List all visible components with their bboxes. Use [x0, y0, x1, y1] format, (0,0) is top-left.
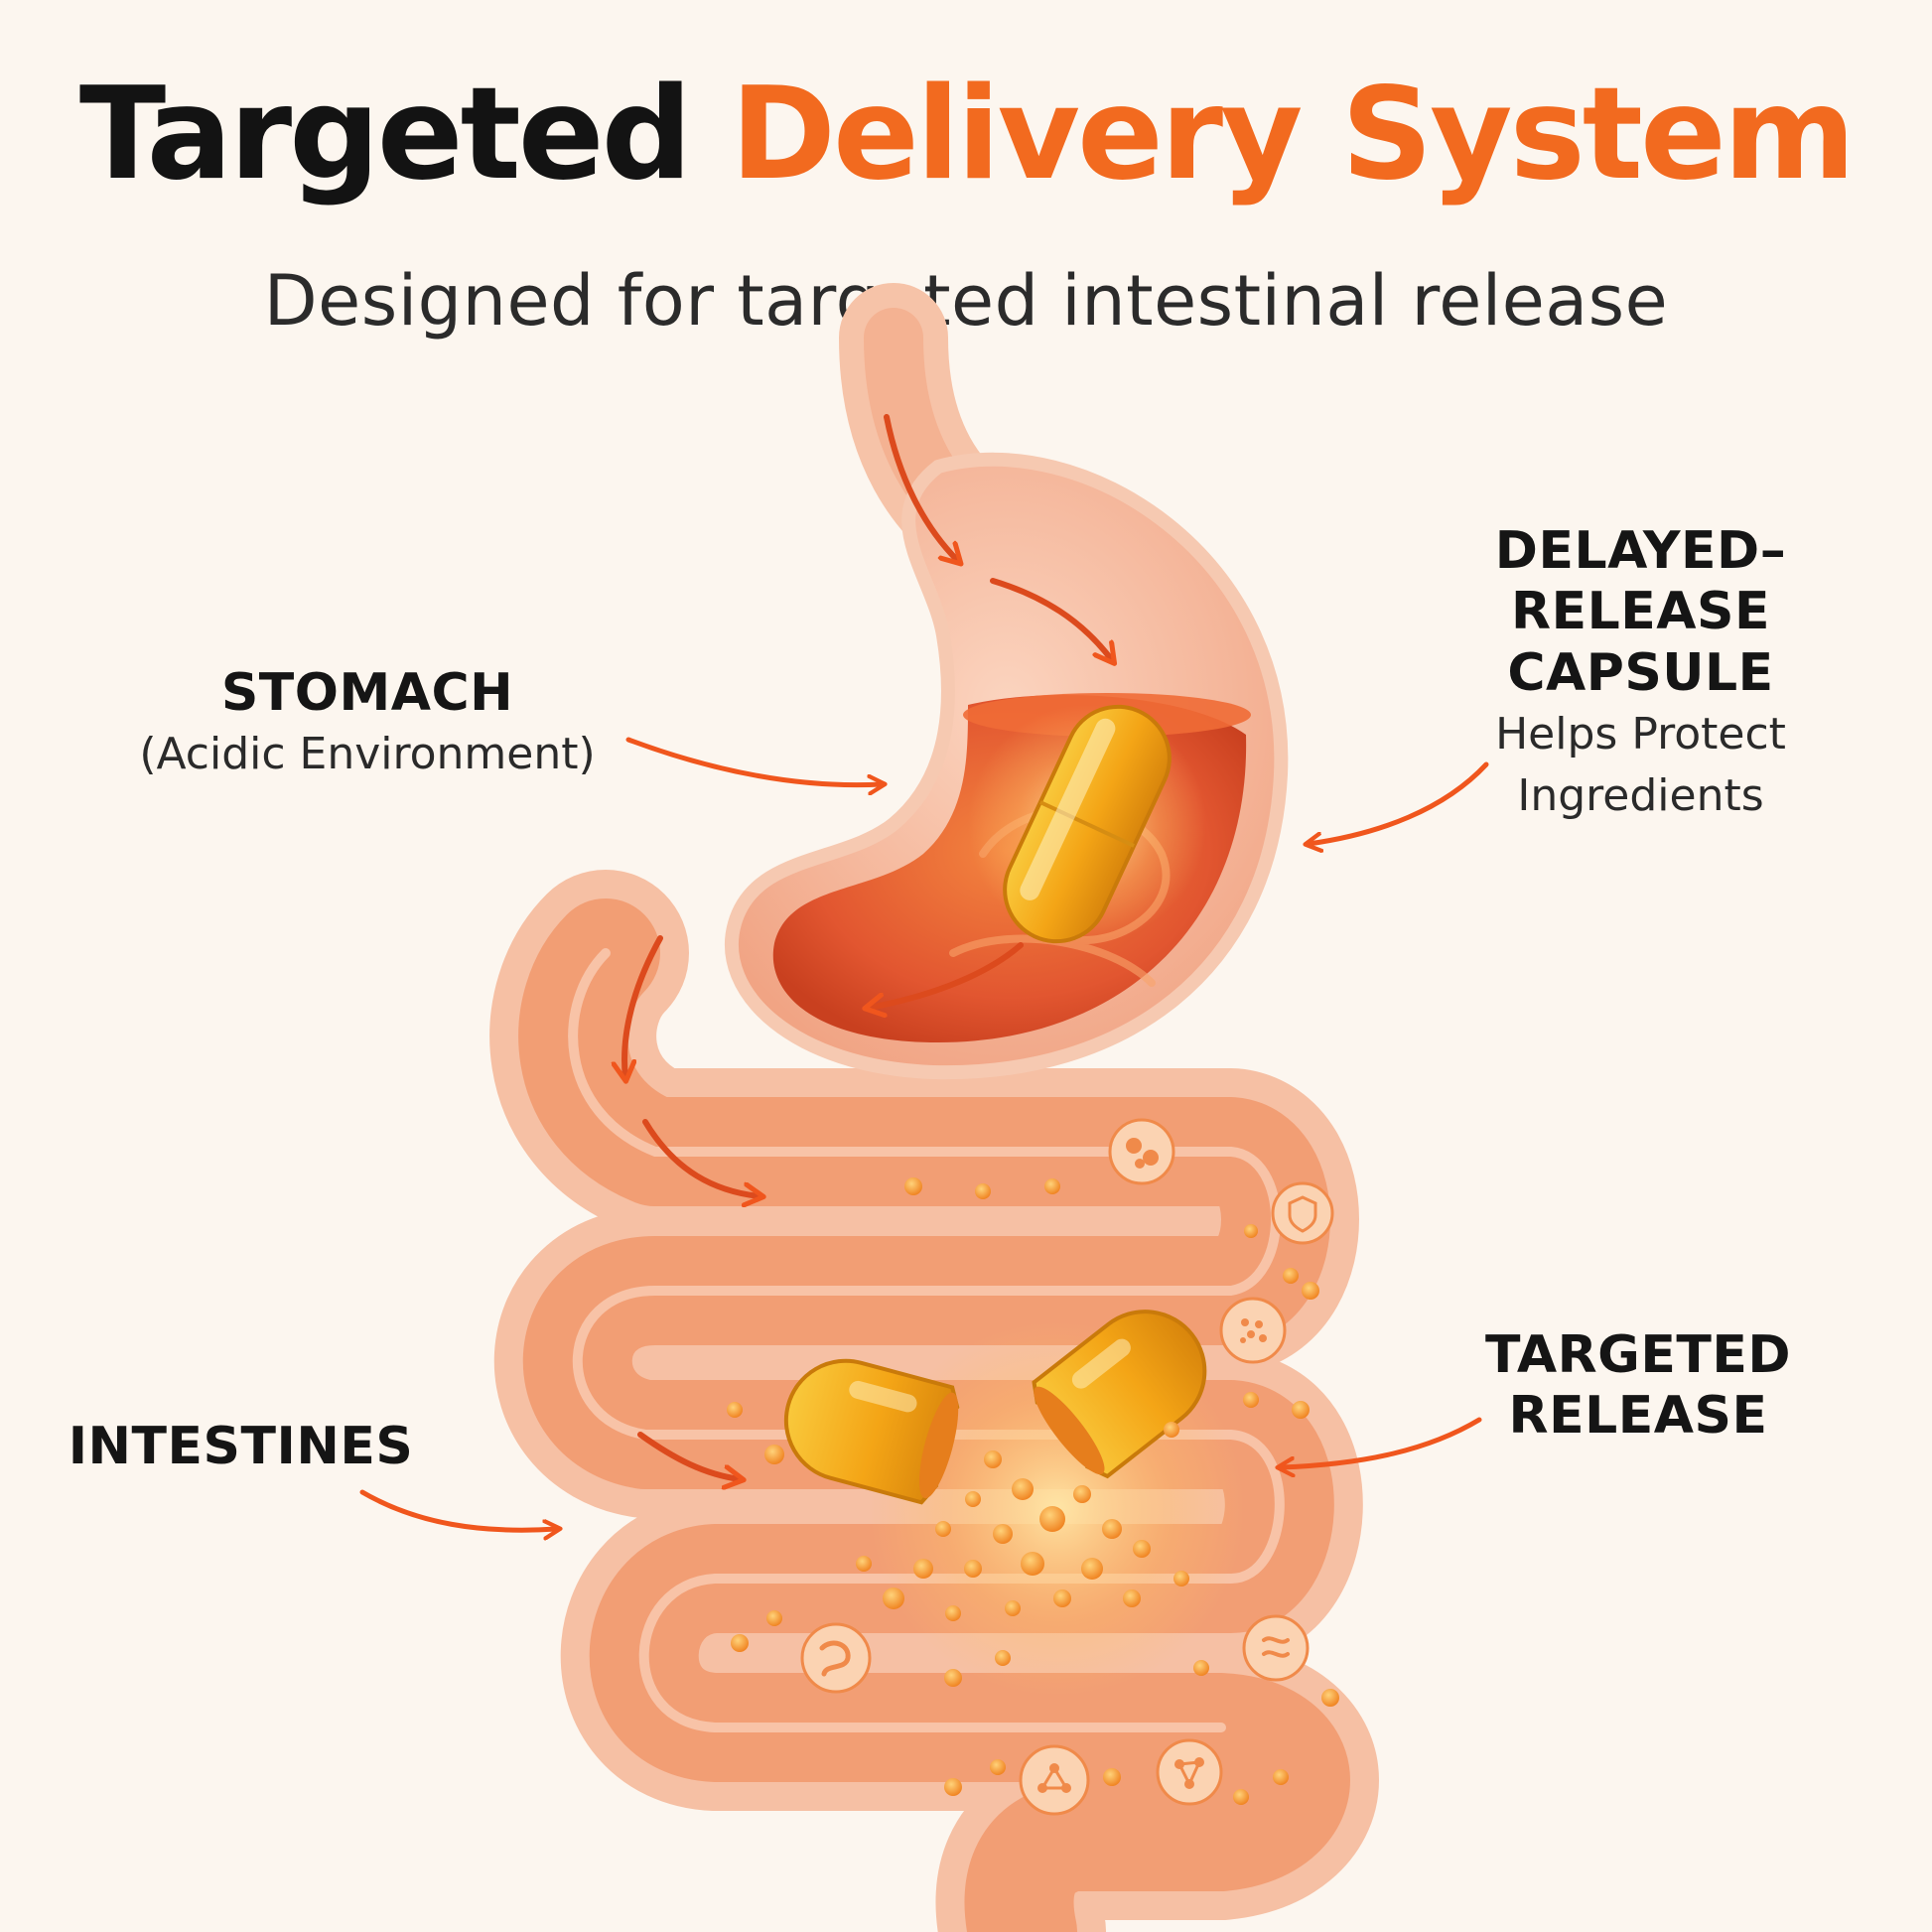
particle: [964, 1560, 982, 1578]
capsule-label-subtitle-2: Ingredients: [1517, 769, 1764, 821]
particle: [1244, 1224, 1258, 1238]
particle: [904, 1177, 922, 1195]
particle: [935, 1521, 951, 1537]
particle: [944, 1778, 962, 1796]
particle: [1243, 1392, 1259, 1408]
particle: [1193, 1660, 1209, 1676]
particle: [727, 1402, 743, 1418]
capsule-label-title-1: DELAYED–RELEASE: [1494, 521, 1787, 642]
bacteria-icon-2: [1242, 1614, 1310, 1682]
particle: [1102, 1519, 1122, 1539]
particle: [975, 1183, 991, 1199]
released-particles: [727, 1177, 1339, 1805]
intestines-label: INTESTINES: [60, 1417, 422, 1477]
intestines-label-title: INTESTINES: [68, 1417, 414, 1476]
capsule-stomach: [1003, 704, 1172, 944]
particle: [993, 1524, 1013, 1544]
flow-arrow-jejunum: [642, 1119, 759, 1196]
molecule-icon: [1108, 1118, 1175, 1185]
particle: [944, 1669, 962, 1687]
flow-arrow-loop: [637, 1432, 740, 1479]
particle: [1173, 1571, 1189, 1587]
particle: [1021, 1552, 1044, 1576]
stomach-label-title: STOMACH: [220, 663, 514, 723]
intestine-highlight: [568, 948, 1285, 1732]
particle: [990, 1759, 1006, 1775]
particle: [766, 1610, 782, 1626]
release-label-title-1: TARGETED: [1484, 1325, 1792, 1385]
particle: [1233, 1789, 1249, 1805]
capsule-open-right: [1032, 1310, 1207, 1479]
particle: [965, 1491, 981, 1507]
release-label-title-2: RELEASE: [1508, 1386, 1768, 1447]
flow-arrow-esophagus: [884, 414, 958, 561]
particle: [1302, 1282, 1319, 1300]
release-label: TARGETED RELEASE: [1440, 1325, 1837, 1448]
title-part-dark: Targeted: [78, 61, 692, 208]
shield-icon: [1271, 1181, 1334, 1245]
network-icon: [1019, 1744, 1090, 1816]
gut-icon: [800, 1622, 872, 1694]
capsule-open-left: [783, 1358, 960, 1505]
particle: [1103, 1768, 1121, 1786]
particle: [1053, 1589, 1071, 1607]
release-callout-arrow: [1281, 1417, 1482, 1467]
capsule-callout-arrow: [1309, 761, 1489, 844]
page-subtitle: Designed for targeted intestinal release: [263, 260, 1669, 342]
particle: [995, 1650, 1011, 1666]
flow-arrow-stomach-exit: [869, 942, 1024, 1008]
particle: [1039, 1506, 1065, 1532]
stomach-label: STOMACH (Acidic Environment): [89, 663, 645, 785]
capsule-label-title-2: CAPSULE: [1507, 642, 1774, 703]
particle: [913, 1559, 933, 1579]
particle: [1123, 1589, 1141, 1607]
particle: [1073, 1485, 1091, 1503]
stomach-callout-arrow: [625, 737, 882, 785]
stomach-label-subtitle: (Acidic Environment): [139, 729, 596, 780]
particle: [764, 1445, 784, 1464]
particle: [1044, 1178, 1060, 1194]
flow-arrows: [624, 414, 1112, 1479]
particle: [1012, 1478, 1034, 1500]
particle: [883, 1587, 904, 1609]
particle: [1292, 1401, 1310, 1419]
particle: [1273, 1769, 1289, 1785]
particle: [1081, 1558, 1103, 1580]
particle: [1164, 1422, 1179, 1438]
intestines-callout-arrow: [359, 1489, 557, 1530]
title-part-accent: Delivery System: [730, 61, 1856, 208]
particle: [1005, 1600, 1021, 1616]
capsule-label: DELAYED–RELEASE CAPSULE Helps Protect In…: [1370, 521, 1911, 826]
particle: [1321, 1689, 1339, 1707]
flow-arrow-duodenum: [624, 935, 663, 1077]
callout-arrows: [359, 737, 1489, 1530]
network-icon-2: [1156, 1738, 1223, 1806]
bacteria-icon: [1219, 1297, 1287, 1364]
particle: [1133, 1540, 1151, 1558]
particle: [856, 1556, 872, 1572]
particle: [945, 1605, 961, 1621]
page-title: Targeted Delivery System: [0, 71, 1932, 199]
particle: [731, 1634, 749, 1652]
capsule-label-subtitle-1: Helps Protect: [1495, 709, 1786, 760]
flow-arrow-stomach-top: [990, 578, 1112, 660]
particle: [984, 1450, 1002, 1468]
particle: [1283, 1268, 1299, 1284]
